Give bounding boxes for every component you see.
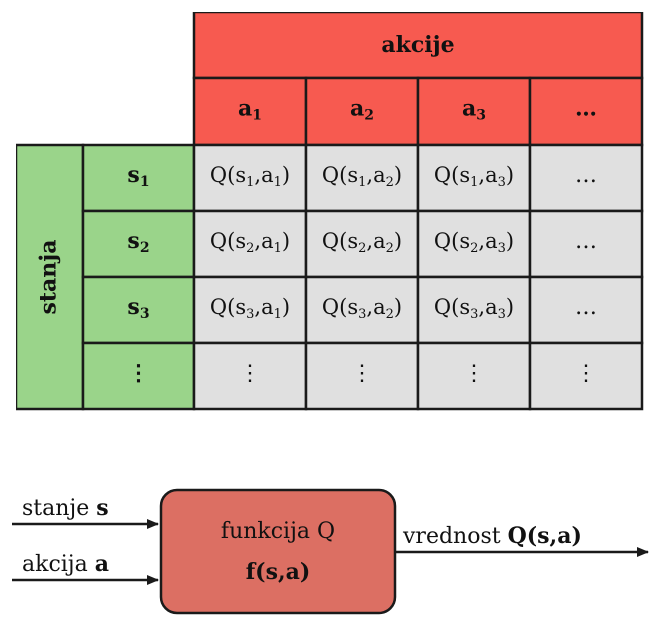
q-cell-2-3 bbox=[416, 209, 532, 279]
q-cell-4-2 bbox=[304, 341, 420, 411]
state-label-4: ⋮ bbox=[128, 360, 150, 386]
output-label: vrednost Q(s,a) bbox=[402, 523, 582, 549]
states-header-label: stanja bbox=[36, 239, 62, 314]
input-label-action: akcija a bbox=[22, 551, 109, 577]
q-function-box-formula: f(s,a) bbox=[246, 559, 311, 585]
q-cell-4-3 bbox=[416, 341, 532, 411]
action-label-1: a1 bbox=[238, 96, 262, 124]
action-label-3: a3 bbox=[462, 96, 486, 124]
q-cell-1-1-value: Q(s1,a1) bbox=[210, 163, 290, 190]
state-label-3: s3 bbox=[127, 294, 149, 322]
q-cell-3-2-value: Q(s3,a2) bbox=[322, 295, 402, 322]
q-cell-2-1-value: Q(s2,a1) bbox=[210, 229, 290, 256]
q-cell-4-4 bbox=[528, 341, 644, 411]
q-cell-4-4-value: ⋮ bbox=[575, 361, 597, 386]
action-header-4 bbox=[528, 76, 644, 147]
actions-header-label: akcije bbox=[381, 32, 454, 58]
q-cell-3-3 bbox=[416, 275, 532, 345]
action-header-1 bbox=[192, 76, 308, 147]
q-cell-4-1 bbox=[192, 341, 308, 411]
q-table: akcije a1 a2 a3 … stanja s1 s2 s3 ⋮ Q(s1,a1) Q(s1,a… bbox=[16, 12, 644, 411]
state-label-2: s2 bbox=[127, 228, 149, 256]
state-label-1: s1 bbox=[127, 162, 149, 190]
q-cell-4-1-value: ⋮ bbox=[239, 361, 261, 386]
q-cell-4-2-value: ⋮ bbox=[351, 361, 373, 386]
q-cell-2-1 bbox=[192, 209, 308, 279]
q-cell-4-3-value: ⋮ bbox=[463, 361, 485, 386]
q-cell-1-4-value: … bbox=[575, 163, 597, 188]
actions-header bbox=[192, 12, 644, 80]
q-cell-3-4-value: … bbox=[575, 295, 597, 320]
q-cell-3-1-value: Q(s3,a1) bbox=[210, 295, 290, 322]
q-cell-1-3 bbox=[416, 143, 532, 213]
q-cell-1-2-value: Q(s1,a2) bbox=[322, 163, 402, 190]
q-cell-2-3-value: Q(s2,a3) bbox=[434, 229, 514, 256]
q-function-box bbox=[159, 488, 397, 615]
q-cell-1-3-value: Q(s1,a3) bbox=[434, 163, 514, 190]
q-cell-2-2-value: Q(s2,a2) bbox=[322, 229, 402, 256]
action-label-4: … bbox=[575, 96, 597, 122]
state-header-4 bbox=[81, 341, 196, 411]
q-cell-2-4-value: … bbox=[575, 229, 597, 254]
state-header-2 bbox=[81, 209, 196, 279]
input-label-state: stanje s bbox=[22, 495, 109, 521]
q-function-box-title: funkcija Q bbox=[221, 519, 335, 544]
q-function-diagram: stanje s akcija a funkcija Q f(s,a) vred… bbox=[12, 488, 649, 615]
action-label-2: a2 bbox=[350, 96, 374, 124]
q-cell-3-3-value: Q(s3,a3) bbox=[434, 295, 514, 322]
